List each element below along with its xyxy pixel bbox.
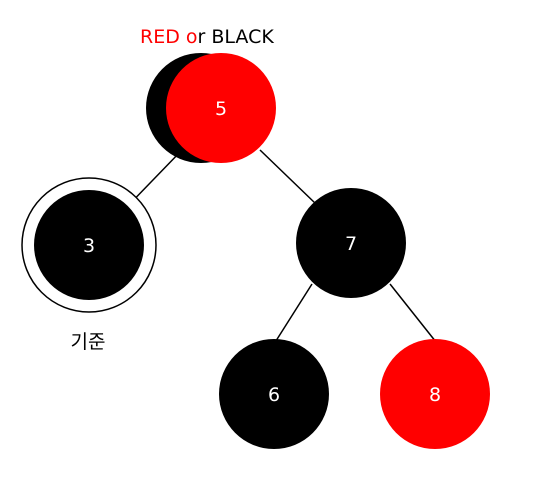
root-red-half [166,53,276,163]
edge-right-right [389,283,437,343]
node-right-right-child: 8 [380,339,490,449]
right-right-child-label: 8 [429,384,441,406]
caption-red-part: RED o [140,26,198,48]
root-label: 5 [215,98,227,120]
right-left-child-label: 6 [268,384,280,406]
right-left-child-circle [219,339,329,449]
edge-right-left [273,283,313,345]
node-left-child: 3 [21,177,157,313]
reference-annotation: 기준 [71,331,106,353]
right-child-circle [296,188,406,298]
node-right-child: 7 [296,188,406,298]
left-child-label: 3 [83,235,95,257]
node-color-caption: RED or BLACK [140,26,274,48]
left-child-circle [34,190,144,300]
right-child-label: 7 [345,233,357,255]
caption-black-part: r BLACK [198,26,275,48]
right-right-child-circle [380,339,490,449]
node-right-left-child: 6 [219,339,329,449]
edge-root-right [259,149,317,205]
node-root: 5 [146,53,276,163]
